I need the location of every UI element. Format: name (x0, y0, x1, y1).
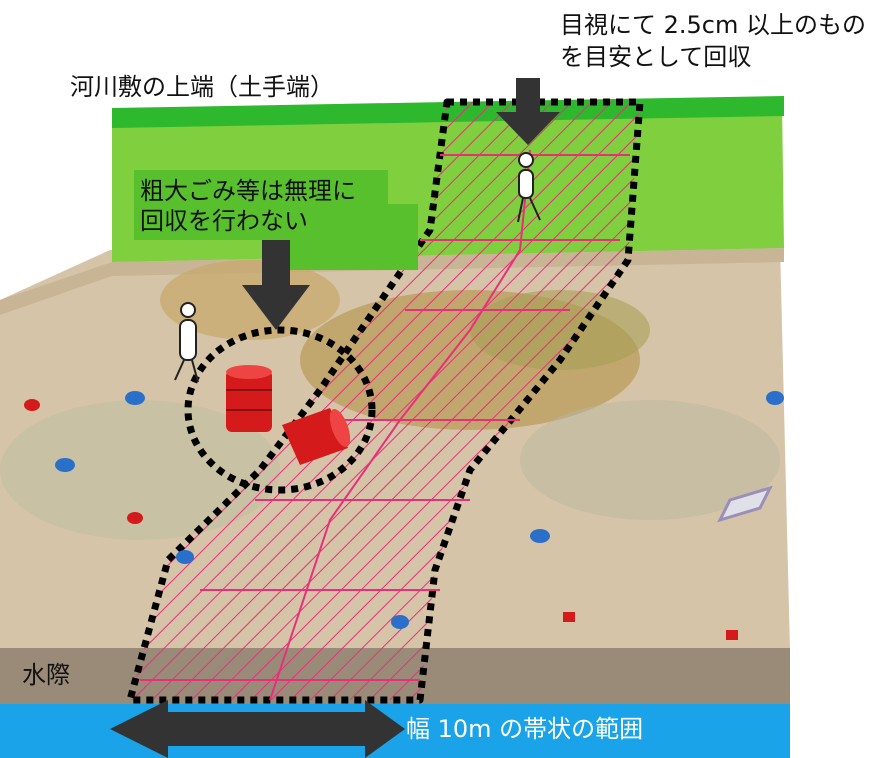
width-arrow (110, 700, 405, 758)
label-waterline: 水際 (22, 661, 70, 689)
label-bulky-waste-line1: 粗大ごみ等は無理に (140, 177, 356, 205)
label-collection-criteria-line1: 目視にて 2.5cm 以上のもの (560, 11, 866, 39)
label-bulky-waste-line2: 回収を行わない (140, 207, 308, 235)
survey-band-outline (126, 98, 644, 704)
person-figure-upper (517, 152, 541, 223)
survey-band-grid (140, 149, 630, 701)
arrow-top-right (496, 78, 560, 145)
survey-band-fill (130, 102, 640, 700)
survey-band (126, 98, 644, 704)
drum-tipped (282, 408, 351, 465)
drum-upright (226, 365, 272, 432)
label-collection-criteria-line2: を目安として回収 (560, 43, 752, 71)
litter-sheet (717, 485, 773, 523)
label-embankment-top: 河川敷の上端（土手端） (70, 73, 334, 101)
bulky-waste-circle (184, 326, 376, 494)
label-band-width: 幅 10m の帯状の範囲 (406, 715, 644, 743)
bulky-callout-box (134, 170, 418, 270)
arrow-bulky (242, 240, 310, 330)
person-figure-left (174, 302, 199, 383)
litter-items (24, 391, 784, 640)
